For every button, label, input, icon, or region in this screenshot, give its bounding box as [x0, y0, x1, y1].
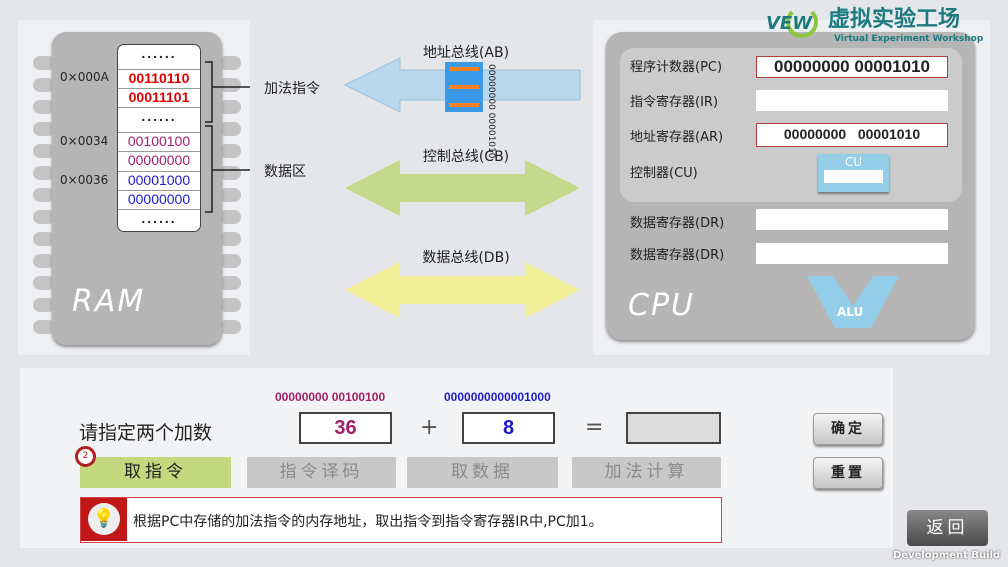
reset-button[interactable]: 重置: [813, 457, 883, 489]
dr2-register: [756, 243, 948, 264]
equals-sign: =: [585, 415, 604, 440]
chip-pin: [33, 232, 55, 246]
chip-pin: [219, 188, 241, 202]
pc-register: 00000000 00001010: [756, 56, 948, 78]
group-label-data-area: 数据区: [264, 164, 306, 180]
step-fetch-instruction[interactable]: 取指令: [80, 457, 231, 488]
ir-register: [756, 90, 948, 111]
cpu-label: CPU: [628, 288, 695, 323]
chip-pin: [33, 56, 55, 70]
chip-pin: [219, 210, 241, 224]
chip-pin: [219, 320, 241, 334]
chip-pin: [33, 188, 55, 202]
memory-cell: 00001000: [118, 171, 200, 190]
dr1-label: 数据寄存器(DR): [630, 216, 725, 231]
binary-b: 0000000000001000: [444, 390, 551, 404]
chip-pin: [33, 254, 55, 268]
address-label: 0×000A: [60, 70, 109, 84]
chip-pin: [219, 56, 241, 70]
chip-pin: [219, 100, 241, 114]
control-unit: CU: [818, 154, 889, 192]
control-bus-arrow: [345, 160, 580, 216]
control-unit-label: CU: [844, 155, 863, 169]
chip-pin: [33, 100, 55, 114]
logo-subtitle: Virtual Experiment Workshop: [834, 34, 984, 44]
ar-register: 00000000 00001010: [756, 123, 948, 147]
memory-cell: 00110110: [118, 69, 200, 88]
control-unit-slot: [824, 170, 883, 183]
chip-pin: [219, 298, 241, 312]
chip-pin: [219, 232, 241, 246]
chip-pin: [33, 210, 55, 224]
address-label: 0×0034: [60, 134, 109, 148]
result-field: [626, 412, 721, 444]
arrow-left-icon: [449, 67, 479, 71]
lightbulb-icon: 💡: [88, 503, 120, 535]
logo: VEW 虚拟实验工场 Virtual Experiment Workshop: [764, 4, 1004, 50]
step-badge: 2: [75, 446, 96, 467]
alu-label: ALU: [837, 305, 864, 319]
logo-ring-icon: [786, 6, 818, 38]
plus-sign: +: [420, 415, 439, 440]
memory-ellipsis: ......: [118, 209, 200, 231]
prompt-label: 请指定两个加数: [79, 422, 213, 444]
chip-pin: [33, 276, 55, 290]
addend-a-input[interactable]: 36: [299, 412, 392, 444]
step-decode[interactable]: 指令译码: [247, 457, 396, 488]
chip-pin: [33, 144, 55, 158]
ram-label: RAM: [72, 284, 146, 319]
alu-shape: [807, 276, 899, 328]
memory-cell: 00000000: [118, 190, 200, 209]
dev-build-label: Development Build: [893, 550, 1001, 561]
memory-cell: 00011101: [118, 88, 200, 107]
data-bus-arrow: [345, 262, 580, 318]
chip-pin: [33, 122, 55, 136]
step-add[interactable]: 加法计算: [572, 457, 721, 488]
hint-text: 根据PC中存储的加法指令的内存地址，取出指令到指令寄存器IR中,PC加1。: [133, 514, 603, 530]
memory-cell: 00100100: [118, 132, 200, 151]
address-bus-data: 00000000 00001010: [486, 64, 496, 159]
arrow-left-icon: [449, 85, 479, 89]
memory-ellipsis: ......: [118, 107, 200, 132]
memory-cell: 00000000: [118, 151, 200, 171]
addend-b-input[interactable]: 8: [462, 412, 555, 444]
arrow-left-icon: [449, 103, 479, 107]
dr1-register: [756, 209, 948, 230]
chip-pin: [219, 144, 241, 158]
memory-ellipsis: ......: [141, 45, 177, 61]
chip-pin: [33, 320, 55, 334]
pc-label: 程序计数器(PC): [630, 60, 723, 75]
logo-brand: VEW: [766, 13, 813, 34]
chip-pin: [33, 166, 55, 180]
address-label: 0×0036: [60, 173, 109, 187]
memory-column: ...... 00110110 00011101 ...... 00100100…: [117, 44, 201, 232]
chip-pin: [33, 298, 55, 312]
step-fetch-data[interactable]: 取数据: [407, 457, 558, 488]
cu-label: 控制器(CU): [630, 166, 698, 181]
chip-pin: [33, 78, 55, 92]
back-button[interactable]: 返回: [907, 510, 988, 546]
hint-box: 💡 根据PC中存储的加法指令的内存地址，取出指令到指令寄存器IR中,PC加1。: [80, 497, 722, 543]
address-bus-label: 地址总线(AB): [422, 45, 510, 61]
control-bus-label: 控制总线(CB): [422, 149, 510, 165]
data-bus-label: 数据总线(DB): [422, 250, 510, 266]
confirm-button[interactable]: 确定: [813, 413, 883, 445]
dr2-label: 数据寄存器(DR): [630, 248, 725, 263]
chip-pin: [219, 254, 241, 268]
binary-a: 00000000 00100100: [275, 390, 386, 404]
chip-pin: [219, 276, 241, 290]
ir-label: 指令寄存器(IR): [630, 95, 719, 110]
group-label-add-instruction: 加法指令: [264, 81, 320, 97]
chip-pin: [219, 122, 241, 136]
bus-transfer-block: [445, 62, 483, 112]
ar-label: 地址寄存器(AR): [630, 130, 724, 145]
logo-title: 虚拟实验工场: [828, 7, 961, 32]
chip-pin: [219, 78, 241, 92]
group-brackets: [205, 61, 250, 213]
